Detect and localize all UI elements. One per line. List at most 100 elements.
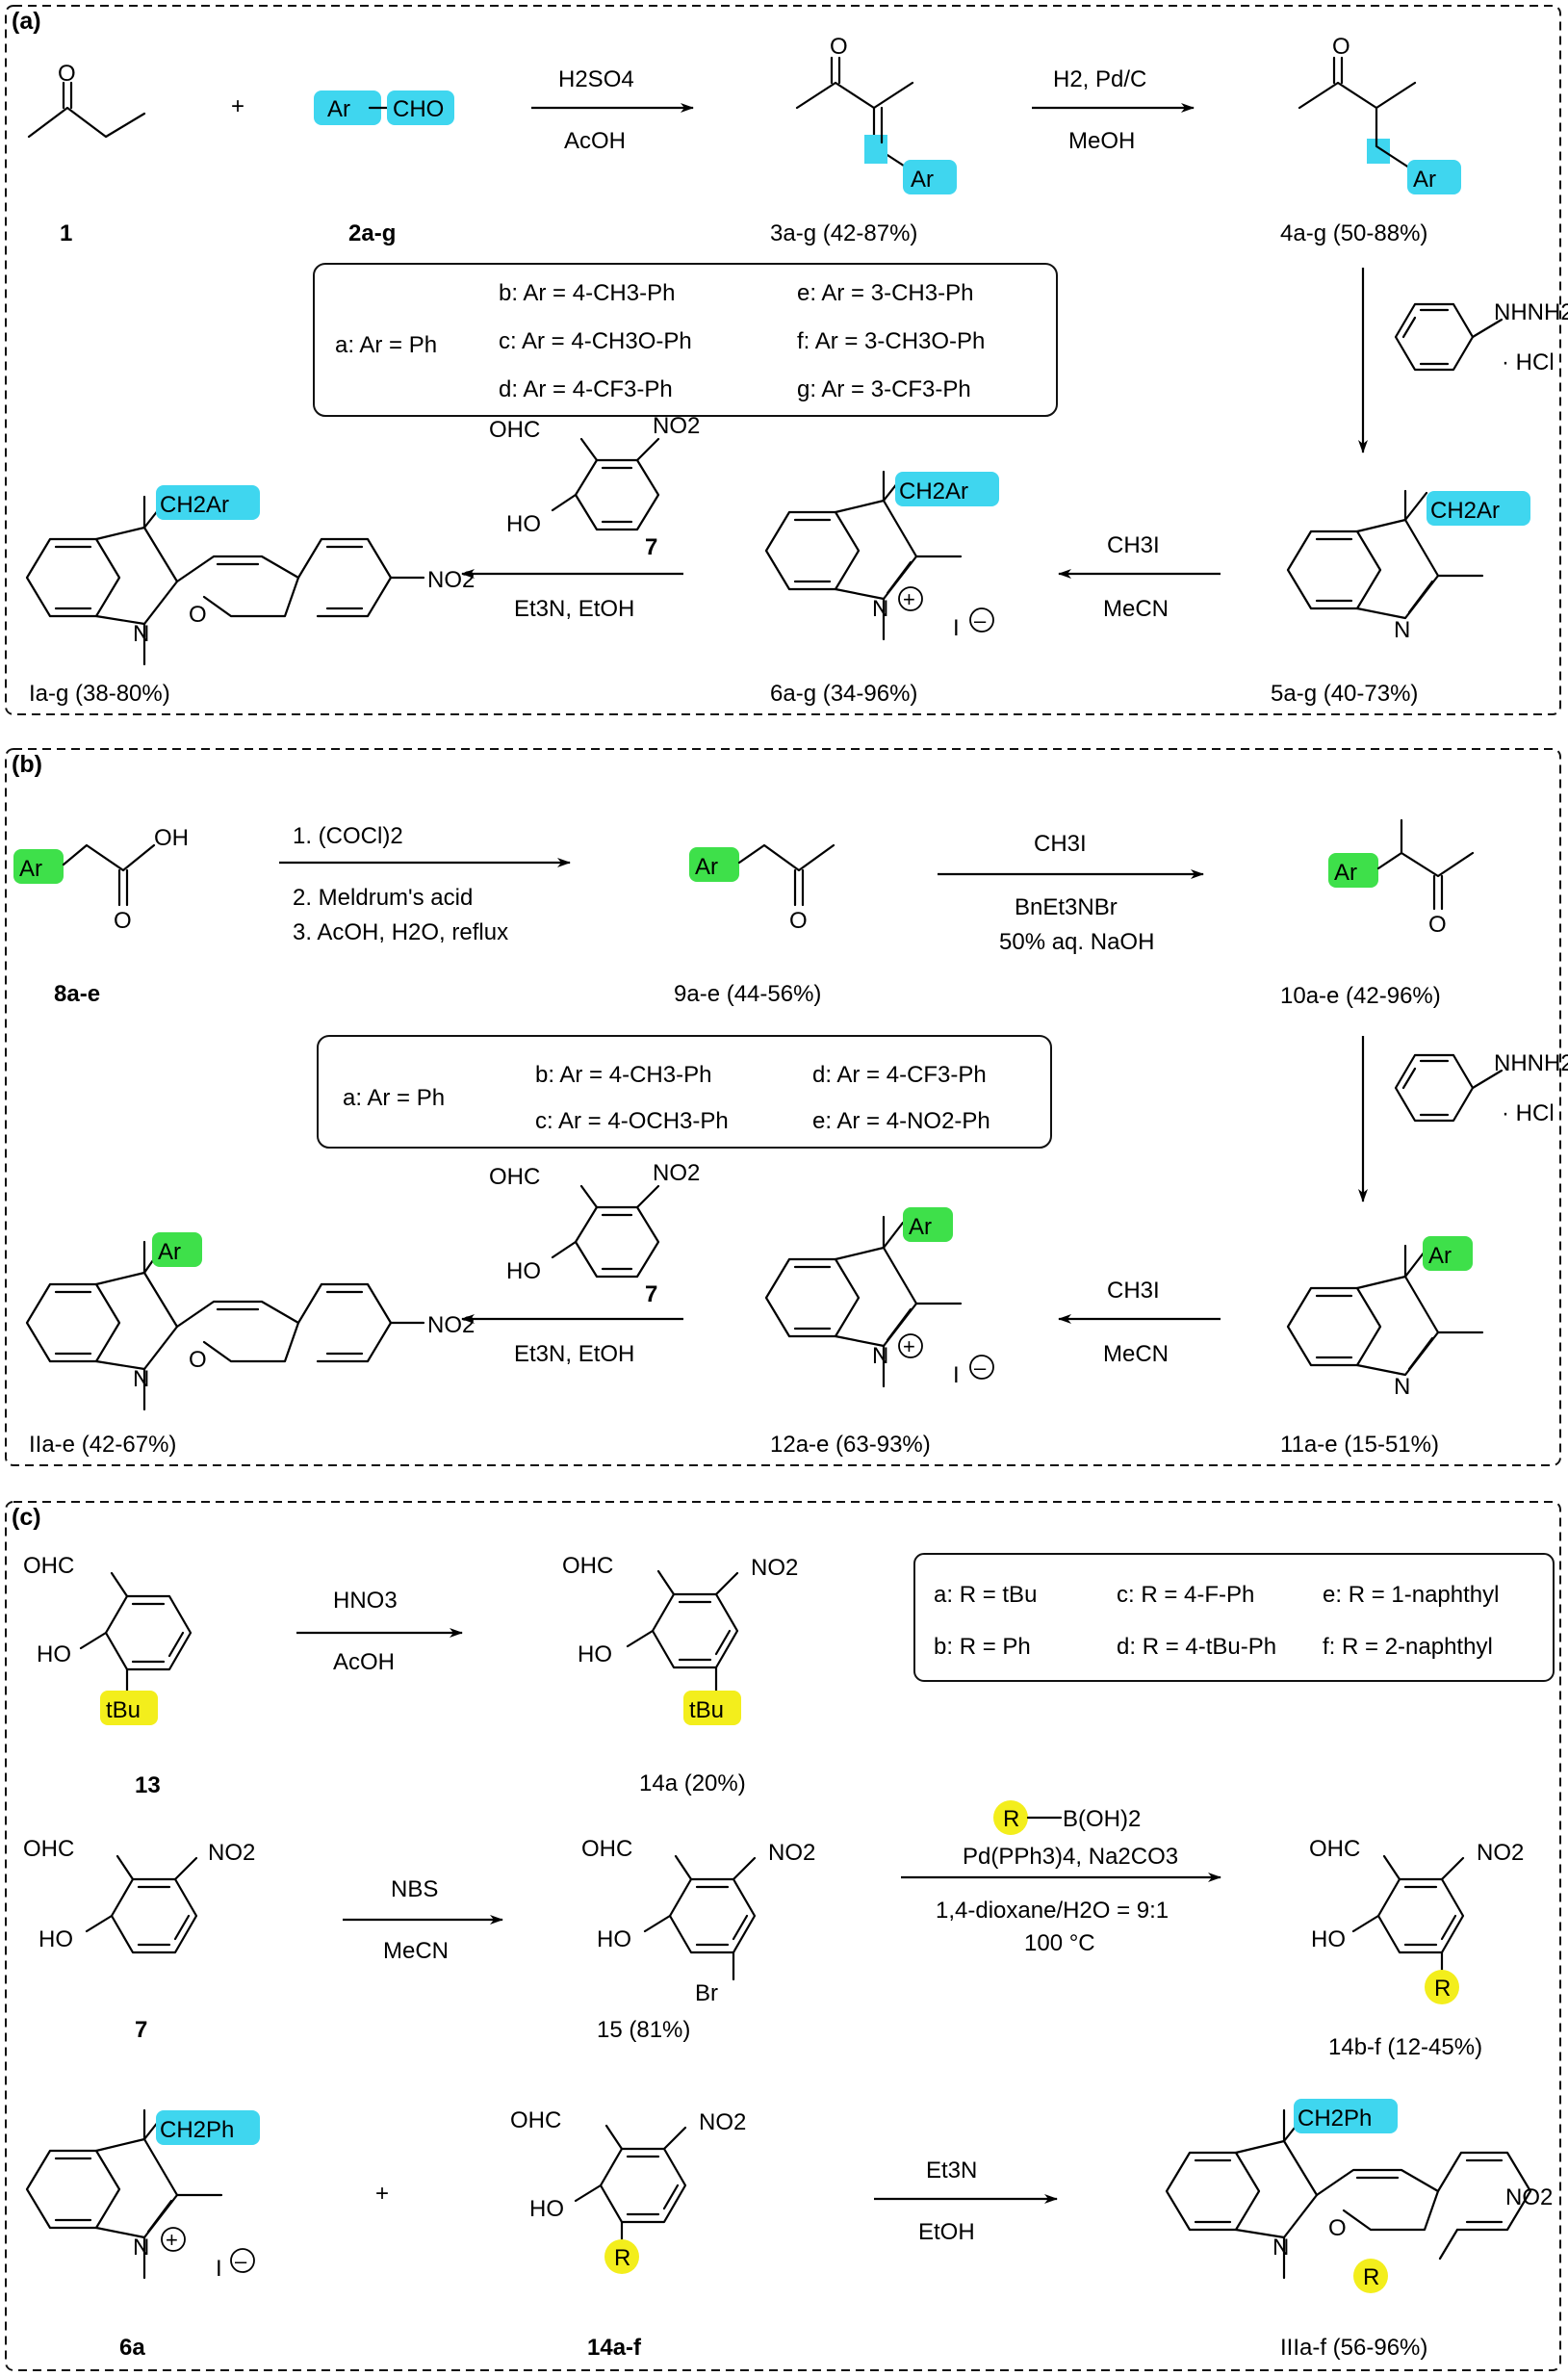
ketone-structure: O Ar [1298,34,1461,194]
atom-ho: HO [37,1641,71,1667]
atom-oh: OH [154,825,189,851]
reagent-boronic: B(OH)2 [1063,1806,1141,1832]
spiropyran-I-structure: N O NO2 CH2Ar [25,485,475,666]
compound-label-5: 5a-g (40-73%) [1271,681,1418,707]
ch2ph-highlight [1294,2099,1398,2133]
atom-n: N [872,596,888,622]
tbu-highlight [683,1691,741,1725]
salicylaldehyde-7-structure: OHC HO NO2 7 [489,1160,700,1307]
atom-n: N [133,1366,149,1392]
substituent-box-c [913,1553,1555,1682]
spiropyran-II-structure: N O NO2 Ar [25,1232,475,1411]
iodide: I [953,615,960,641]
panel-a-border [5,5,1561,715]
subst-f: f: R = 2-naphthyl [1323,1634,1493,1660]
reagent-nhnh2: NHNH2 [1494,299,1568,325]
ch2ar-highlight [1427,491,1530,526]
atom-n: N [872,1343,888,1369]
panel-c: (c) OHC HO tBu 13 HNO3 AcOH OHC HO NO2 t… [5,1501,1561,2371]
reagent-et3n: Et3N [926,2157,977,2183]
atom-ho: HO [506,1258,541,1284]
atom-no2: NO2 [1477,1840,1524,1866]
salicylaldehyde-14af-structure: OHC HO NO2 R [510,2107,746,2274]
svg-text:–: – [974,1356,987,1380]
indolium-6-structure: N + I – CH2Ar [764,470,999,641]
reagent-pd-cat: Pd(PPh3)4, Na2CO3 [963,1844,1178,1870]
compound-label-6a: 6a [119,2335,145,2361]
r-highlight [993,1800,1028,1835]
reagent-temp: 100 °C [1024,1930,1095,1956]
panel-a: (a) O 1 + Ar CHO 2a-g H2SO4 AcOH O [5,5,1568,715]
methylated-ketone-structure: Ar O [1328,818,1475,938]
compound-label-12: 12a-e (63-93%) [770,1432,931,1458]
reagent-acoh: AcOH [333,1649,395,1675]
compound-label-7: 7 [135,2017,147,2043]
ar-highlight [903,1207,953,1242]
panel-b: (b) Ar OH O 8a-e 1. (COCl)2 2. Meldrum's… [5,748,1568,1466]
compound-label-8: 8a-e [54,981,100,1007]
atom-n: N [1394,617,1410,643]
indolenine-5-structure: N CH2Ar [1286,489,1530,643]
atom-ar: Ar [911,167,934,193]
atom-no2: NO2 [427,567,475,593]
compound-label-7: 7 [645,1281,657,1307]
subst-b: b: Ar = 4-CH3-Ph [499,280,675,306]
atom-ar: Ar [909,1214,932,1240]
salicylaldehyde-7-structure: OHC HO NO2 7 [489,413,700,560]
compound-label-11: 11a-e (15-51%) [1280,1432,1439,1458]
iodide: I [216,2256,222,2282]
atom-ar: Ar [1334,860,1357,886]
atom-ch2ar: CH2Ar [1430,498,1500,524]
salicylaldehyde-13-structure: OHC HO tBu [23,1553,193,1725]
subst-g: g: Ar = 3-CF3-Ph [797,376,971,402]
subst-e: e: Ar = 3-CH3-Ph [797,280,973,306]
atom-o: O [789,908,808,934]
svg-text:+: + [903,587,915,611]
reagent-mecn: MeCN [1103,596,1169,622]
panel-c-border [5,1501,1561,2371]
compound-label-4: 4a-g (50-88%) [1280,220,1427,246]
atom-ho: HO [529,2196,564,2222]
reagent-ch3i: CH3I [1034,831,1087,857]
reagent-hcl: · HCl [1502,1100,1555,1126]
compound-label-6: 6a-g (34-96%) [770,681,917,707]
svg-text:+: + [903,1334,915,1358]
atom-ch2ar: CH2Ar [899,478,968,504]
reagent-mecn: MeCN [1103,1341,1169,1367]
arylacetone-structure: Ar O [689,843,835,934]
atom-r: R [1363,2264,1379,2290]
ar-highlight [13,849,64,884]
svg-text:–: – [974,608,987,633]
atom-ohc: OHC [510,2107,561,2133]
atom-ho: HO [39,1926,73,1952]
ar-cho-structure: Ar CHO [314,90,454,125]
reagent-h2-pdc: H2, Pd/C [1053,66,1146,92]
subst-a: a: Ar = Ph [343,1085,445,1111]
subst-d: d: Ar = 4-CF3-Ph [499,376,673,402]
atom-ar: Ar [1413,167,1436,193]
atom-ohc: OHC [489,417,540,443]
atom-tbu: tBu [689,1697,724,1723]
compound-label-15: 15 (81%) [597,2017,690,2043]
compound-label-1: 1 [60,220,72,246]
enone-structure: O Ar [795,34,957,194]
panel-b-border [5,748,1561,1466]
indolium-12-structure: N + I – Ar [764,1207,994,1388]
substituent-box-b [317,1035,1052,1149]
subst-a: a: Ar = Ph [335,332,437,358]
subst-e: e: R = 1-naphthyl [1323,1582,1499,1608]
compound-label-13: 13 [135,1772,161,1798]
subst-c: c: R = 4-F-Ph [1117,1582,1254,1608]
reagent-meldrum: 2. Meldrum's acid [293,885,473,911]
atom-no2: NO2 [751,1555,798,1581]
subst-e: e: Ar = 4-NO2-Ph [812,1108,990,1134]
atom-no2: NO2 [208,1840,255,1866]
ar-highlight [1423,1236,1473,1271]
atom-ohc: OHC [23,1836,74,1862]
atom-cho: CHO [393,96,444,122]
atom-o: O [189,1347,207,1373]
ar-highlight [689,847,739,882]
atom-no2: NO2 [699,2109,746,2135]
iodide: I [953,1362,960,1388]
